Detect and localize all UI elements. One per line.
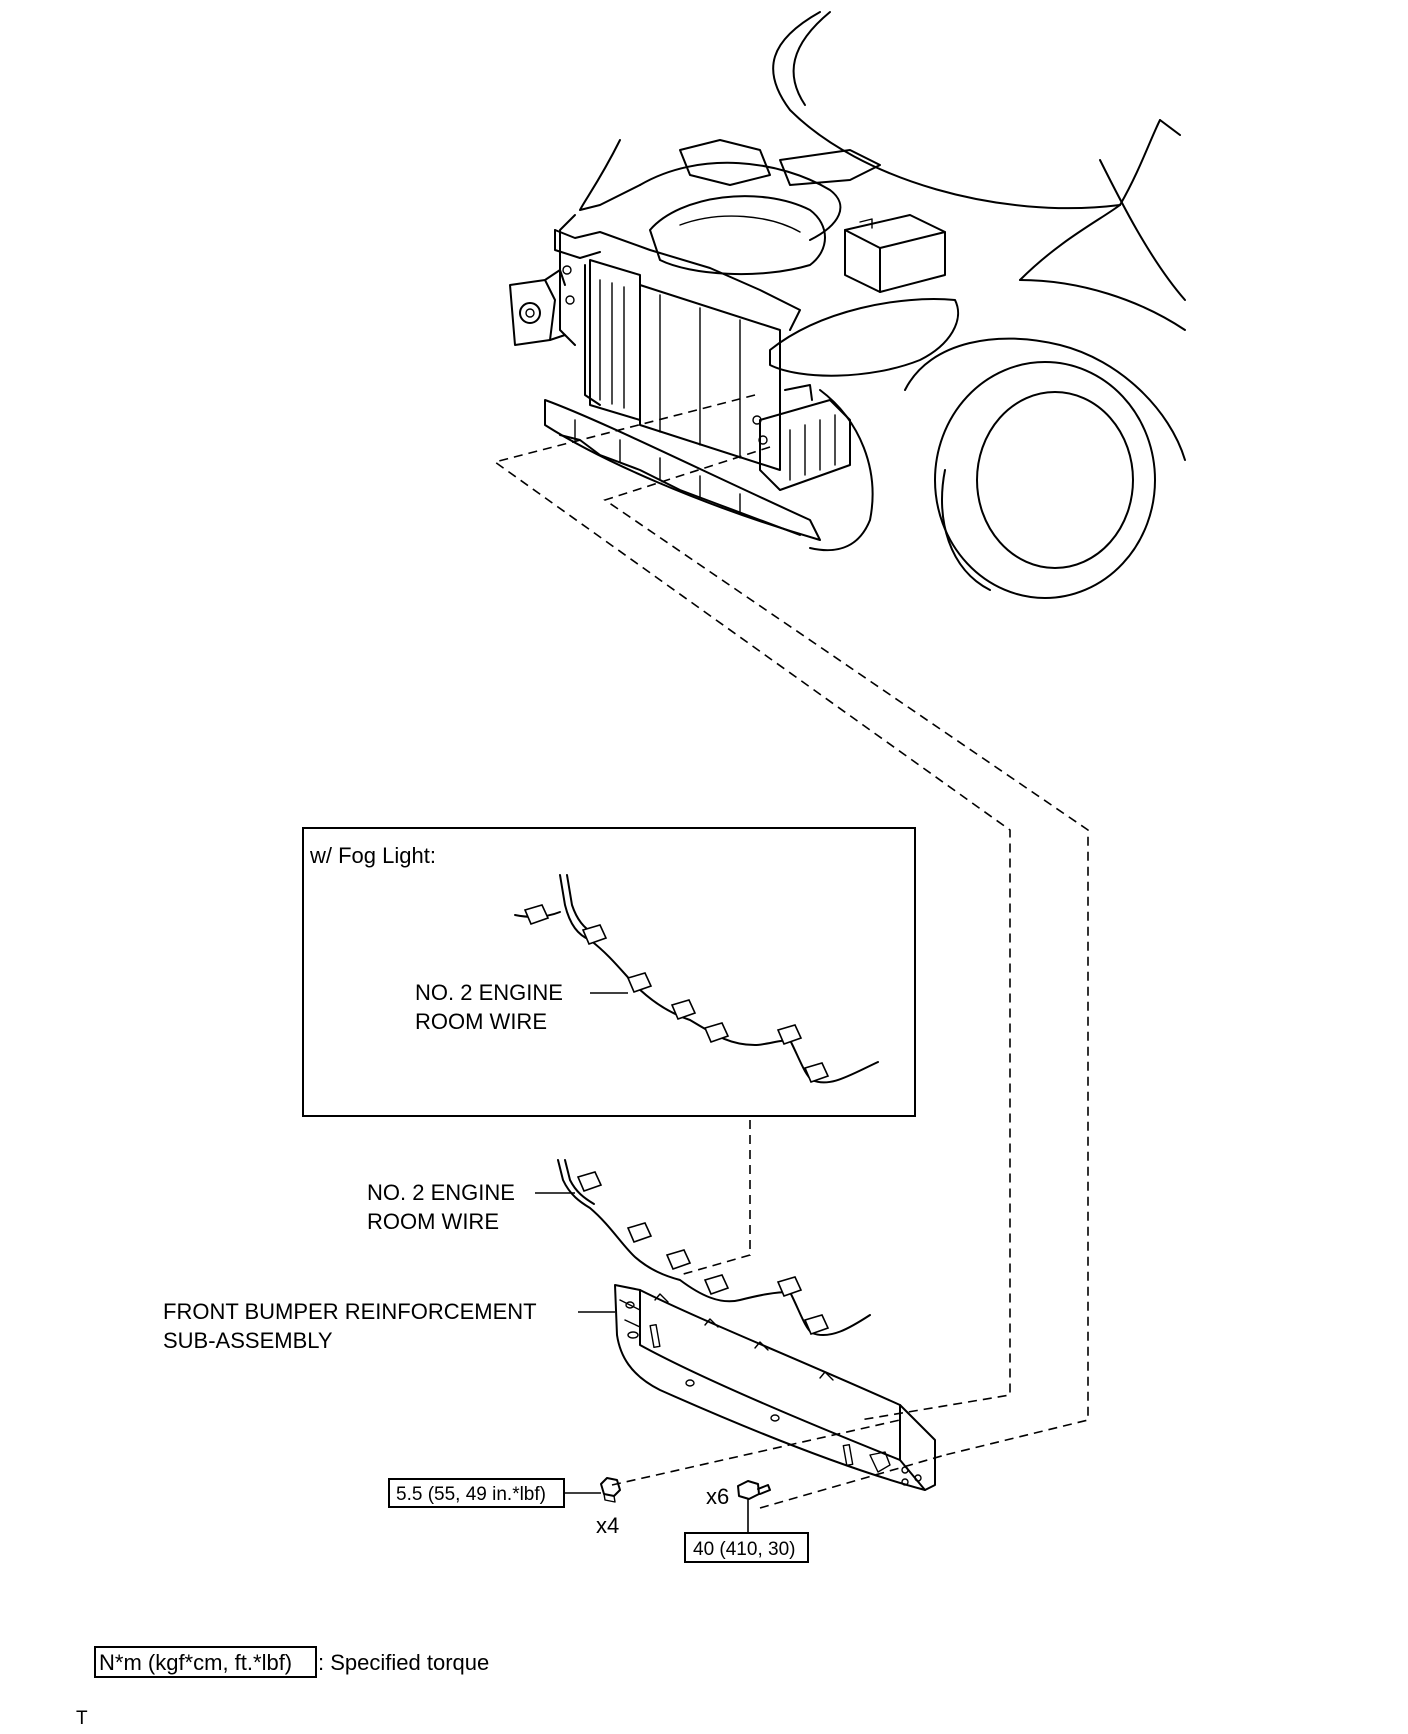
main-wire-clips bbox=[576, 1171, 830, 1336]
bumper-label-line1: FRONT BUMPER REINFORCEMENT bbox=[163, 1299, 537, 1324]
legend-torque-unit: N*m (kgf*cm, ft.*lbf) bbox=[99, 1650, 292, 1675]
bolt-quantity: x6 bbox=[706, 1484, 729, 1509]
nut-torque-value: 5.5 (55, 49 in.*lbf) bbox=[396, 1484, 546, 1505]
nut-quantity: x4 bbox=[596, 1513, 619, 1538]
fog-light-panel: w/ Fog Light: NO. 2 ENGINE ROOM WIRE bbox=[302, 827, 916, 1117]
bolt-torque-value: 40 (410, 30) bbox=[693, 1539, 795, 1560]
wire-label-line1: NO. 2 ENGINE bbox=[367, 1180, 515, 1205]
bolt-torque-box bbox=[684, 1532, 809, 1563]
bolt-icon bbox=[737, 1480, 771, 1500]
fog-light-wire-clips bbox=[523, 904, 830, 1084]
wire-label-line2: ROOM WIRE bbox=[367, 1209, 499, 1234]
nut-icon bbox=[600, 1477, 621, 1503]
fog-wire-label-line2: ROOM WIRE bbox=[415, 1009, 547, 1034]
legend-description: : Specified torque bbox=[318, 1650, 489, 1675]
bumper-reinforcement-part bbox=[614, 1284, 936, 1491]
bumper-label-line2: SUB-ASSEMBLY bbox=[163, 1328, 333, 1353]
vehicle-front-illustration bbox=[509, 11, 1186, 599]
main-wire-harness bbox=[557, 1159, 871, 1337]
fog-light-panel-title: w/ Fog Light: bbox=[309, 843, 436, 868]
legend-torque-box bbox=[94, 1646, 317, 1678]
corner-mark: T bbox=[76, 1708, 88, 1729]
fog-wire-label-line1: NO. 2 ENGINE bbox=[415, 980, 563, 1005]
